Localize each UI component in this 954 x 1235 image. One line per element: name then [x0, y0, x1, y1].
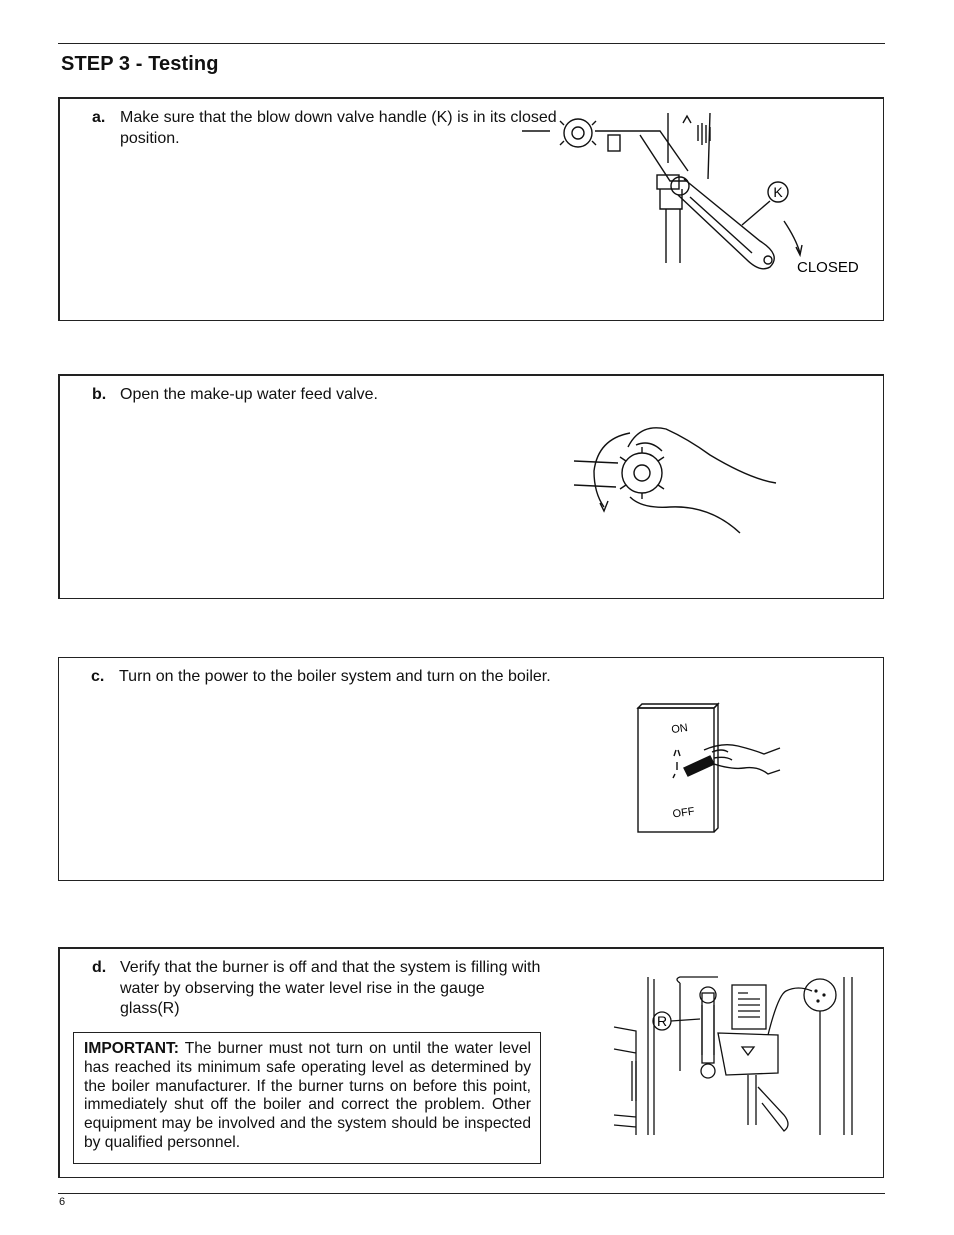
- step-b-letter: b.: [92, 386, 107, 403]
- important-notice: IMPORTANT: The burner must not turn on u…: [73, 1032, 541, 1164]
- step-c-text: Turn on the power to the boiler system a…: [119, 668, 551, 685]
- gauge-glass-illustration: R: [608, 975, 858, 1140]
- blow-down-valve-illustration: K CLOSED: [520, 113, 880, 278]
- callout-r: R: [657, 1013, 667, 1029]
- important-text: The burner must not turn on until the wa…: [84, 1040, 531, 1151]
- step-b-text: Open the make-up water feed valve.: [120, 386, 378, 403]
- closed-label: CLOSED: [797, 259, 859, 276]
- disconnect-switch-drawing: ON OFF: [636, 702, 781, 833]
- step-d-instruction: d. Verify that the burner is off and tha…: [92, 958, 542, 1020]
- step-d-letter: d.: [92, 959, 107, 976]
- footer-rule: [58, 1193, 885, 1194]
- step-a-text: Make sure that the blow down valve handl…: [120, 109, 557, 147]
- feed-valve-illustration: [570, 421, 800, 541]
- step-a-panel: a. Make sure that the blow down valve ha…: [58, 97, 884, 321]
- step-a-letter: a.: [92, 109, 106, 126]
- hand-turning-valve-drawing: [573, 427, 777, 534]
- step-c-letter: c.: [91, 668, 105, 685]
- step-d-panel: d. Verify that the burner is off and tha…: [58, 947, 884, 1178]
- step-a-instruction: a. Make sure that the blow down valve ha…: [92, 108, 572, 149]
- page-number: 6: [59, 1196, 66, 1208]
- step-b-panel: b. Open the make-up water feed valve.: [58, 374, 884, 599]
- important-label: IMPORTANT:: [84, 1040, 179, 1057]
- off-label: OFF: [672, 806, 696, 821]
- step-c-instruction: c. Turn on the power to the boiler syste…: [91, 667, 571, 688]
- on-label: ON: [671, 722, 689, 736]
- step-b-instruction: b. Open the make-up water feed valve.: [92, 385, 572, 406]
- boiler-gauge-glass-drawing: R: [613, 976, 853, 1135]
- step-c-panel: c. Turn on the power to the boiler syste…: [58, 657, 884, 881]
- top-rule: [58, 43, 885, 44]
- callout-k: K: [773, 184, 783, 200]
- step-d-text: Verify that the burner is off and that t…: [120, 959, 541, 1017]
- power-switch-illustration: ON OFF: [634, 700, 794, 835]
- valve-handle-closed-drawing: K CLOSED: [522, 113, 859, 276]
- page-title: STEP 3 - Testing: [61, 53, 219, 75]
